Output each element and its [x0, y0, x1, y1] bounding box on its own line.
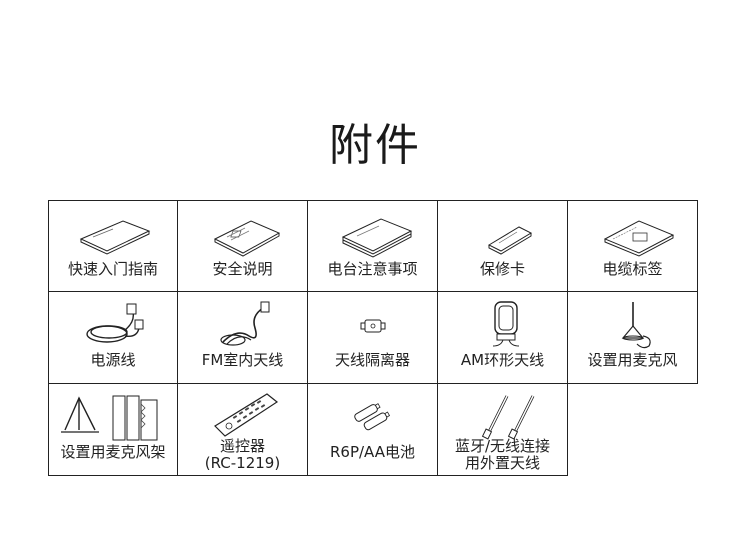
label-line: 遥控器: [219, 437, 265, 455]
power-cord-icon: [49, 298, 177, 352]
page-title: 附件: [329, 120, 421, 171]
accessory-cell: R6P/AA电池: [308, 384, 438, 476]
batteries-icon: [308, 390, 437, 444]
accessory-label: 遥控器 (RC-1219): [178, 438, 307, 472]
accessory-label: FM室内天线: [201, 351, 284, 369]
fm-antenna-icon: [178, 298, 307, 352]
quick-start-guide-icon: [49, 207, 177, 261]
empty-cell: [568, 384, 698, 476]
accessory-cell: 电缆标签: [568, 200, 698, 292]
accessory-cell: 设置用麦克风架: [48, 384, 178, 476]
accessory-label: 电台注意事项: [327, 260, 418, 278]
accessory-cell: 电源线: [48, 292, 178, 384]
accessory-label: 设置用麦克风架: [60, 443, 166, 461]
label-line: (RC-1219): [204, 454, 281, 472]
accessory-label: 电缆标签: [602, 260, 663, 278]
remote-control-icon: [178, 390, 307, 444]
warranty-card-icon: [438, 207, 567, 261]
am-loop-antenna-icon: [438, 298, 567, 352]
accessory-label: AM环形天线: [460, 351, 545, 369]
label-line: 用外置天线: [464, 454, 540, 472]
antenna-isolator-icon: [308, 298, 437, 352]
accessory-cell: 电台注意事项: [308, 200, 438, 292]
setup-microphone-icon: [568, 298, 697, 352]
accessory-cell: 天线隔离器: [308, 292, 438, 384]
radio-notes-icon: [308, 207, 437, 261]
accessory-label: 快速入门指南: [67, 260, 158, 278]
accessory-cell: 设置用麦克风: [568, 292, 698, 384]
label-line: 蓝牙/无线连接: [454, 437, 551, 455]
accessories-table: 快速入门指南 安全说明 电台注意事项: [48, 200, 702, 476]
accessory-cell: 蓝牙/无线连接 用外置天线: [438, 384, 568, 476]
accessory-label: 安全说明: [212, 260, 273, 278]
accessory-label: R6P/AA电池: [329, 443, 415, 461]
accessory-label: 蓝牙/无线连接 用外置天线: [438, 438, 567, 472]
accessory-cell: FM室内天线: [178, 292, 308, 384]
accessory-cell: 快速入门指南: [48, 200, 178, 292]
accessory-cell: AM环形天线: [438, 292, 568, 384]
accessory-cell: 安全说明: [178, 200, 308, 292]
cable-labels-icon: [568, 207, 697, 261]
accessory-label: 电源线: [90, 351, 136, 369]
accessory-label: 天线隔离器: [334, 351, 410, 369]
accessory-label: 保修卡: [479, 260, 525, 278]
safety-instructions-icon: [178, 207, 307, 261]
accessory-label: 设置用麦克风: [587, 351, 678, 369]
accessory-cell: 遥控器 (RC-1219): [178, 384, 308, 476]
accessory-cell: 保修卡: [438, 200, 568, 292]
bluetooth-antennas-icon: [438, 390, 567, 444]
microphone-stand-icon: [49, 390, 177, 444]
